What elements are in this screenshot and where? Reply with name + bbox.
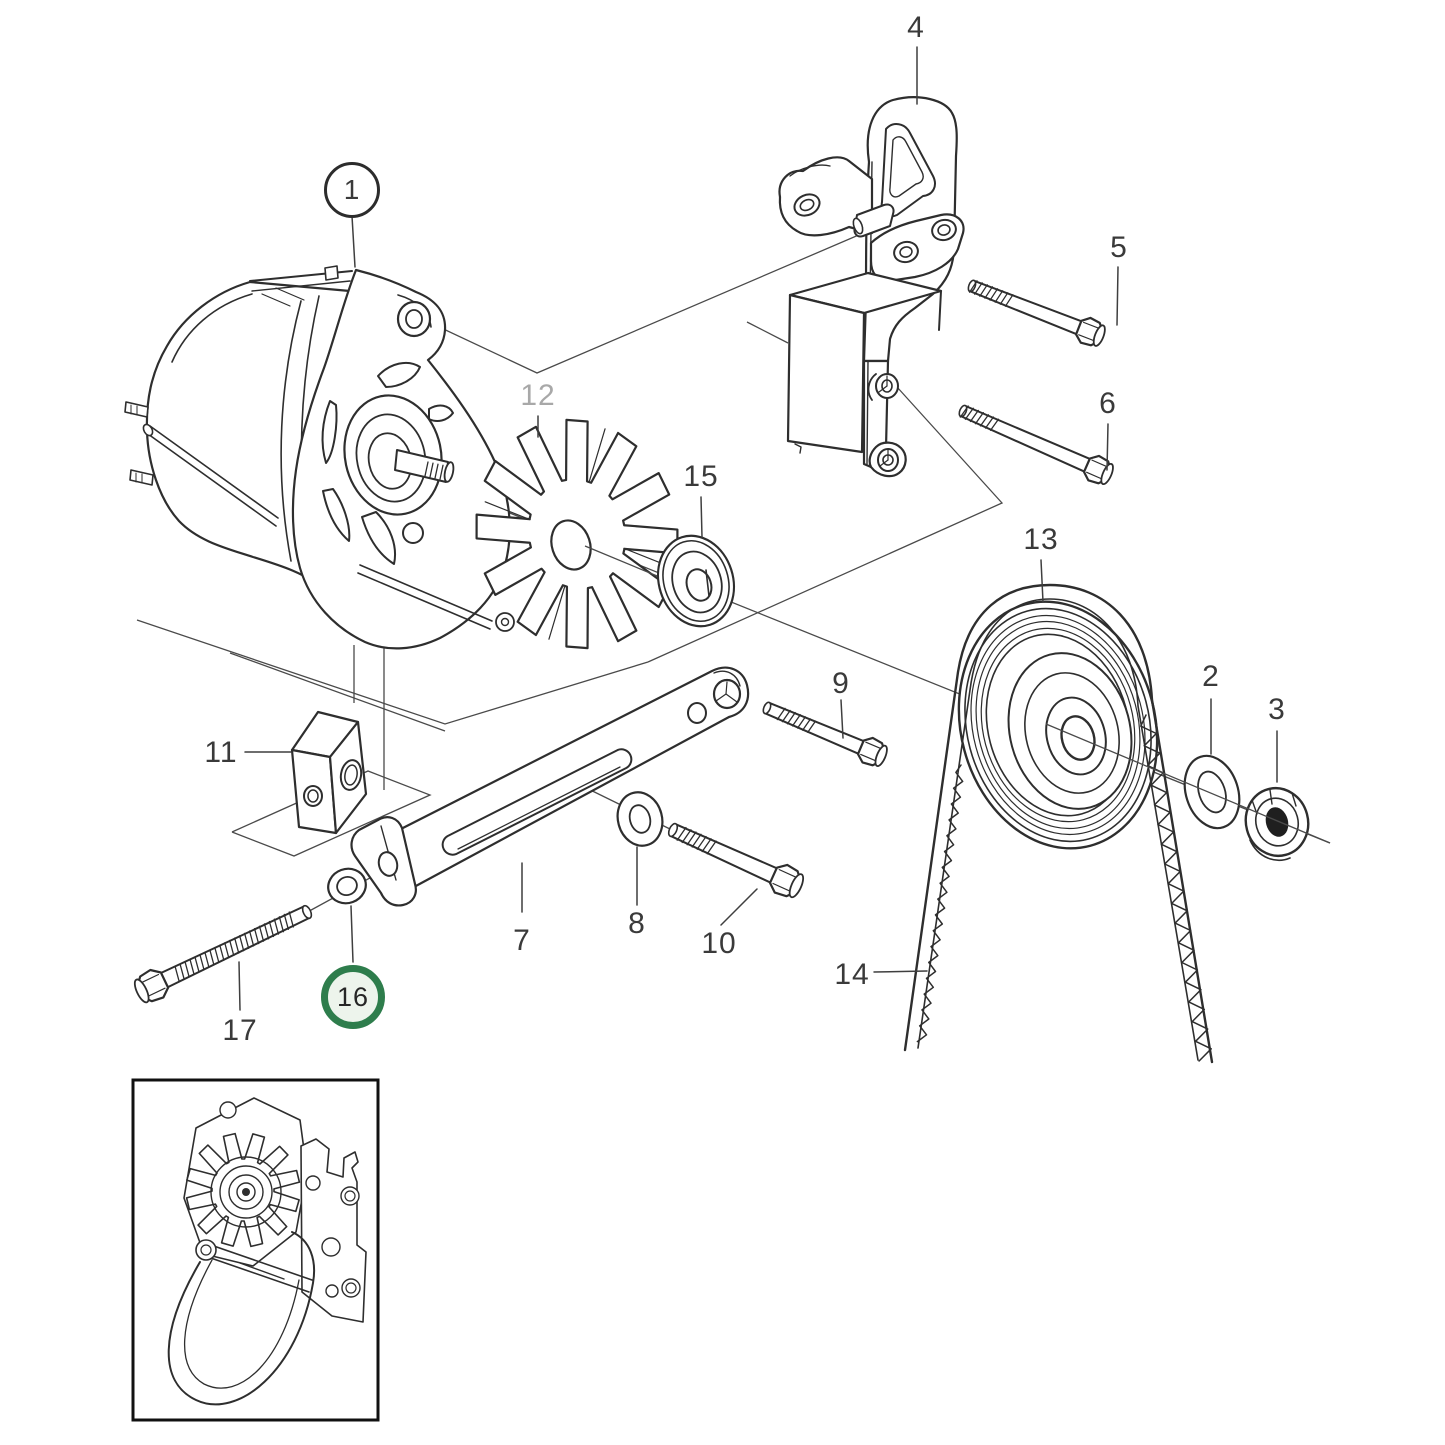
axis-line-mid: [584, 545, 663, 579]
callout-10[interactable]: 10: [701, 927, 737, 960]
callout-14[interactable]: 14: [834, 958, 870, 991]
callout-15[interactable]: 15: [683, 460, 719, 493]
callout-13[interactable]: 13: [1023, 523, 1059, 556]
callout-9[interactable]: 9: [832, 667, 850, 700]
alternator-drawing: [124, 265, 515, 650]
callout-7[interactable]: 7: [513, 924, 531, 957]
axis-overlay-lines: [1045, 723, 1331, 844]
assembled-view-inset: [131, 1078, 380, 1422]
callout-3[interactable]: 3: [1268, 693, 1286, 726]
callout-12[interactable]: 12: [520, 379, 556, 412]
spacer-washer-drawing: [656, 534, 736, 628]
callout-5[interactable]: 5: [1110, 231, 1128, 264]
callout-4[interactable]: 4: [907, 11, 925, 44]
callout-6[interactable]: 6: [1099, 387, 1117, 420]
callout-11[interactable]: 11: [204, 736, 238, 769]
callout-2[interactable]: 2: [1202, 660, 1220, 693]
callout-1[interactable]: 1: [324, 162, 380, 218]
washers-drawing: [327, 754, 1241, 905]
callout-16-selected[interactable]: 16: [321, 965, 385, 1029]
callout-8[interactable]: 8: [628, 907, 646, 940]
callout-17[interactable]: 17: [222, 1014, 258, 1047]
fan-drawing: [475, 418, 679, 650]
pulley-belt-drawing: [903, 583, 1214, 1064]
adjusting-arm-drawing: [350, 666, 750, 907]
bolts-drawing: [133, 279, 1114, 1004]
mounting-bracket-drawing: [778, 96, 965, 478]
nut-drawing: [1244, 786, 1310, 862]
spacer-block-drawing: [290, 710, 368, 835]
leader-lines: [238, 46, 1278, 1011]
